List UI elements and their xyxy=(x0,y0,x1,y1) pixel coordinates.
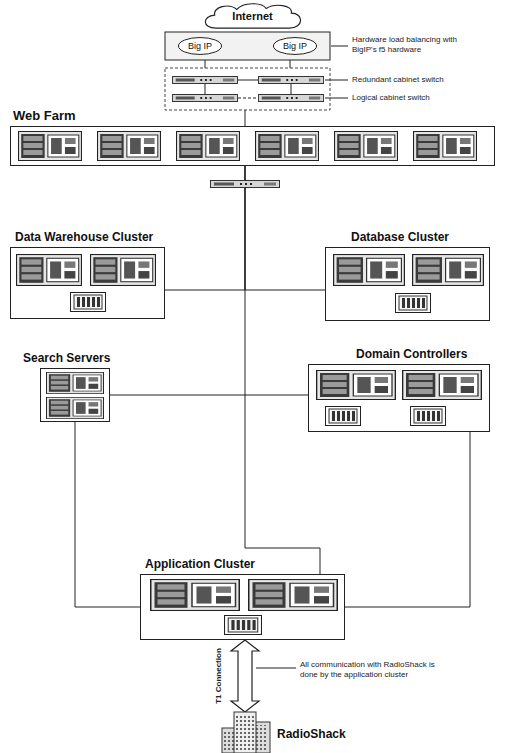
network-link xyxy=(345,432,470,607)
internet-cloud: Internet xyxy=(200,2,305,30)
cluster-box: Application Cluster xyxy=(140,574,345,640)
server-group-box: Web Farm xyxy=(10,126,495,166)
label-anchor: Redundant cabinet switch xyxy=(352,75,477,85)
label-anchor: All communication with RadioShack is don… xyxy=(300,660,450,680)
callout-label: Redundant cabinet switch xyxy=(352,75,477,85)
leader-line xyxy=(256,668,296,669)
callout-label: Logical cabinet switch xyxy=(352,93,477,103)
server-group-box: Domain Controllers xyxy=(308,364,490,432)
load-balancer-oval: Big IP xyxy=(273,37,317,55)
group-title: Domain Controllers xyxy=(356,348,467,362)
group-title: Database Cluster xyxy=(351,231,449,245)
group-title: Web Farm xyxy=(13,109,76,124)
node-label: Big IP xyxy=(188,41,212,51)
building-illustration xyxy=(222,712,270,753)
cluster-box: Database Cluster xyxy=(325,247,490,321)
t1-connection-arrow xyxy=(231,640,259,712)
node-label: RadioShack xyxy=(277,728,346,742)
cluster-box: Data Warehouse Cluster xyxy=(10,247,165,319)
group-title: Search Servers xyxy=(23,352,110,366)
server-group-box: Search Servers xyxy=(40,368,110,422)
group-title: Application Cluster xyxy=(145,558,255,572)
network-link xyxy=(110,395,308,396)
leader-line xyxy=(325,98,348,99)
group-title: Data Warehouse Cluster xyxy=(15,231,153,245)
switch-cabinet xyxy=(165,68,330,110)
node-label: Internet xyxy=(232,10,272,23)
network-link xyxy=(75,422,140,607)
load-balancer-box xyxy=(165,32,330,60)
leader-line xyxy=(325,80,348,81)
node-label: Big IP xyxy=(283,41,307,51)
connection-label: T1 Connection xyxy=(214,647,224,705)
building-label: RadioShack xyxy=(215,712,355,753)
leader-line xyxy=(331,46,348,47)
load-balancer-oval: Big IP xyxy=(178,37,222,55)
label-anchor: Hardware load balancing with BigIP's f5 … xyxy=(352,35,477,55)
note-label: All communication with RadioShack is don… xyxy=(300,660,450,680)
note-label: Hardware load balancing with BigIP's f5 … xyxy=(352,35,477,55)
label-anchor: Logical cabinet switch xyxy=(352,93,477,103)
